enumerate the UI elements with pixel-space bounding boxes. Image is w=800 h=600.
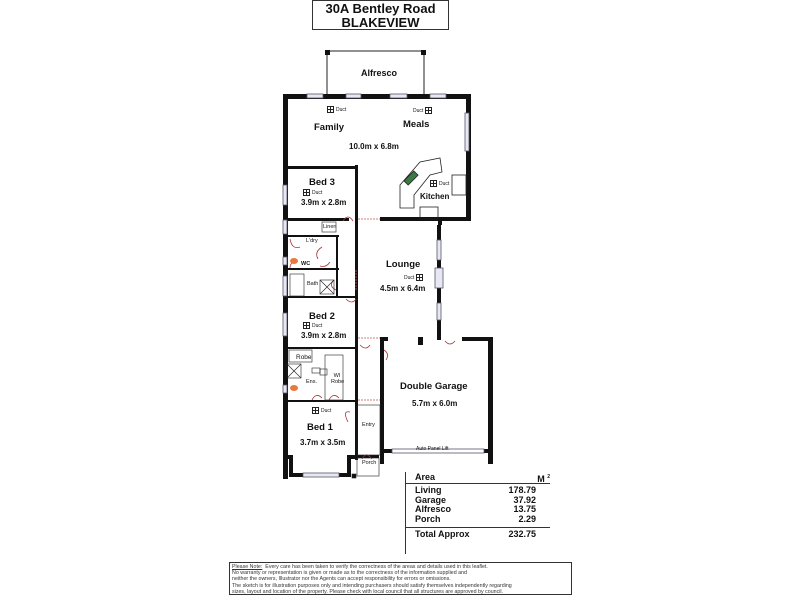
area-table-header: Area M 2 [405, 472, 550, 484]
room-label-meals: Meals [403, 119, 430, 130]
windows [282, 93, 485, 478]
room-label-bed2: Bed 2 [309, 311, 335, 322]
duct-lounge: Duct [404, 274, 424, 281]
openings [355, 218, 380, 401]
auto-panel-lift-label: Auto Panel Lift [416, 446, 449, 452]
property-title: 30A Bentley Road BLAKEVIEW [312, 0, 449, 30]
duct-icon [430, 180, 437, 187]
room-label-entry: Entry [362, 422, 375, 428]
room-label-robe: Robe [296, 354, 312, 361]
duct-icon [312, 407, 319, 414]
room-label-double-garage: Double Garage [400, 381, 468, 392]
duct-icon [327, 106, 334, 113]
room-label-linen: Linen [323, 224, 337, 230]
toilets [290, 258, 298, 391]
bed3-dims: 3.9m x 2.8m [301, 198, 347, 207]
room-label-kitchen: Kitchen [420, 192, 450, 201]
room-label-wc: WC [301, 261, 311, 267]
room-label-laundry: L'dry [306, 238, 318, 244]
room-label-lounge: Lounge [386, 259, 421, 270]
duct-bed1: Duct [312, 407, 331, 414]
disclaimer-note: Please Note: Every care has been taken t… [229, 562, 572, 595]
room-label-porch: Porch [362, 460, 377, 466]
duct-icon [425, 107, 433, 114]
duct-bed2: Duct [303, 322, 322, 329]
bed2-dims: 3.9m x 2.8m [301, 331, 347, 340]
duct-icon [303, 189, 310, 196]
room-label-bed1: Bed 1 [307, 422, 333, 433]
suburb: BLAKEVIEW [341, 15, 420, 30]
disclaimer-heading: Please Note: [232, 564, 263, 570]
duct-icon [416, 274, 424, 281]
duct-bed3: Duct [303, 189, 322, 196]
duct-meals: Duct [413, 107, 433, 114]
room-label-bed3: Bed 3 [309, 177, 335, 188]
room-label-family: Family [314, 122, 345, 133]
address: 30A Bentley Road [325, 1, 436, 16]
room-label-alfresco: Alfresco [361, 68, 398, 78]
bed1-dims: 3.7m x 3.5m [300, 438, 346, 447]
door-swings [289, 216, 456, 460]
kitchen-bench [399, 157, 467, 220]
duct-family: Duct [327, 106, 346, 113]
duct-icon [303, 322, 310, 329]
family-meals-dims: 10.0m x 6.8m [349, 142, 399, 151]
garage-dims: 5.7m x 6.0m [412, 399, 458, 408]
fixtures [286, 221, 381, 479]
room-label-bath: Bath [307, 281, 319, 287]
room-label-ens: Ens. [306, 379, 318, 385]
lounge-dims: 4.5m x 6.4m [380, 284, 426, 293]
room-label-wi-robe: WI Robe [331, 373, 345, 385]
duct-kitchen: Duct [430, 180, 449, 187]
